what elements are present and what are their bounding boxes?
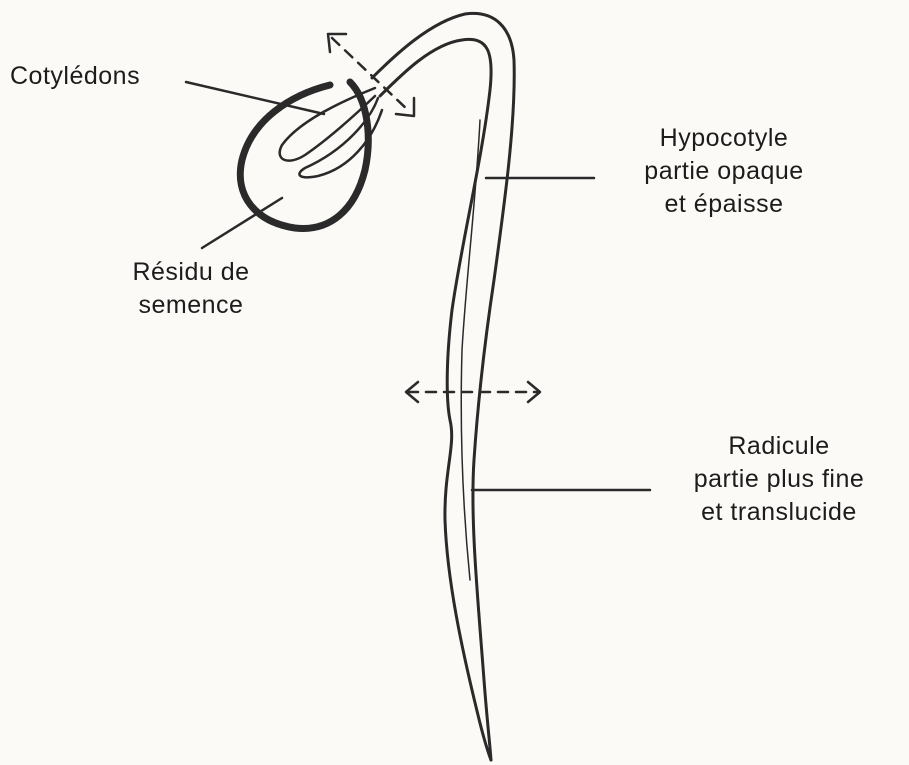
label-radicule-line-3: et translucide xyxy=(654,496,904,529)
stem-outer-edge xyxy=(372,13,514,760)
label-hypocotyle: Hypocotyle partie opaque et épaisse xyxy=(604,122,844,221)
label-hypocotyle-line-1: Hypocotyle xyxy=(604,122,844,155)
label-residu: Résidu de semence xyxy=(106,256,276,322)
label-residu-line-1: Résidu de xyxy=(106,256,276,289)
stem-inner-fiber xyxy=(461,120,480,580)
label-residu-line-2: semence xyxy=(106,289,276,322)
label-radicule-line-2: partie plus fine xyxy=(654,463,904,496)
label-radicule: Radicule partie plus fine et translucide xyxy=(654,430,904,529)
label-hypocotyle-line-2: partie opaque xyxy=(604,155,844,188)
label-radicule-line-1: Radicule xyxy=(654,430,904,463)
label-cotyledons: Cotylédons xyxy=(10,60,140,93)
stem-inner-edge xyxy=(380,39,491,760)
label-cotyledons-text: Cotylédons xyxy=(10,60,140,93)
label-hypocotyle-line-3: et épaisse xyxy=(604,188,844,221)
cotyledons-leader-line xyxy=(186,82,324,114)
